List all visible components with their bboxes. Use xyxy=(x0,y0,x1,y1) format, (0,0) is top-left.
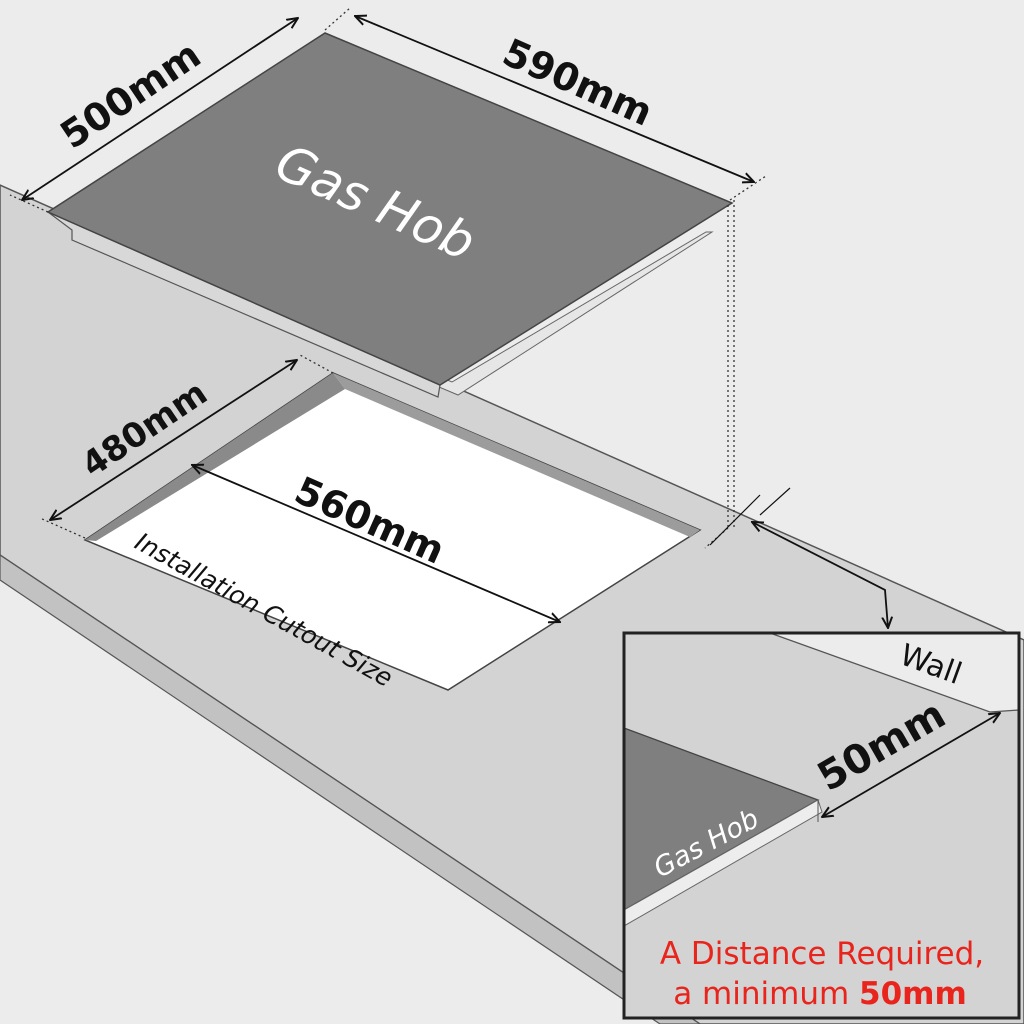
callout-arrow xyxy=(752,522,888,628)
countertop-front-edge xyxy=(0,554,702,1024)
inset-distance-dim-line xyxy=(822,713,1000,817)
hob-depth-dim-line xyxy=(22,18,298,200)
cutout-depth-dim-line xyxy=(50,360,297,520)
cutout-width-dim-line xyxy=(192,465,560,622)
hob-width-dim-line xyxy=(355,16,754,182)
inset-frame xyxy=(622,631,1021,1020)
dimension-lines xyxy=(22,16,888,628)
cutout-inner-wall-back xyxy=(333,373,700,537)
inset-detail: Wall 50mm Gas Hob A Distance Required, a… xyxy=(622,631,1021,1020)
inset-note-prefix: a minimum xyxy=(673,976,859,1012)
inset-note-line2: a minimum 50mm xyxy=(673,976,967,1012)
inset-wall xyxy=(769,633,1019,713)
inset-note-line1: A Distance Required, xyxy=(660,936,984,972)
inset-note-value: 50mm xyxy=(859,976,967,1012)
